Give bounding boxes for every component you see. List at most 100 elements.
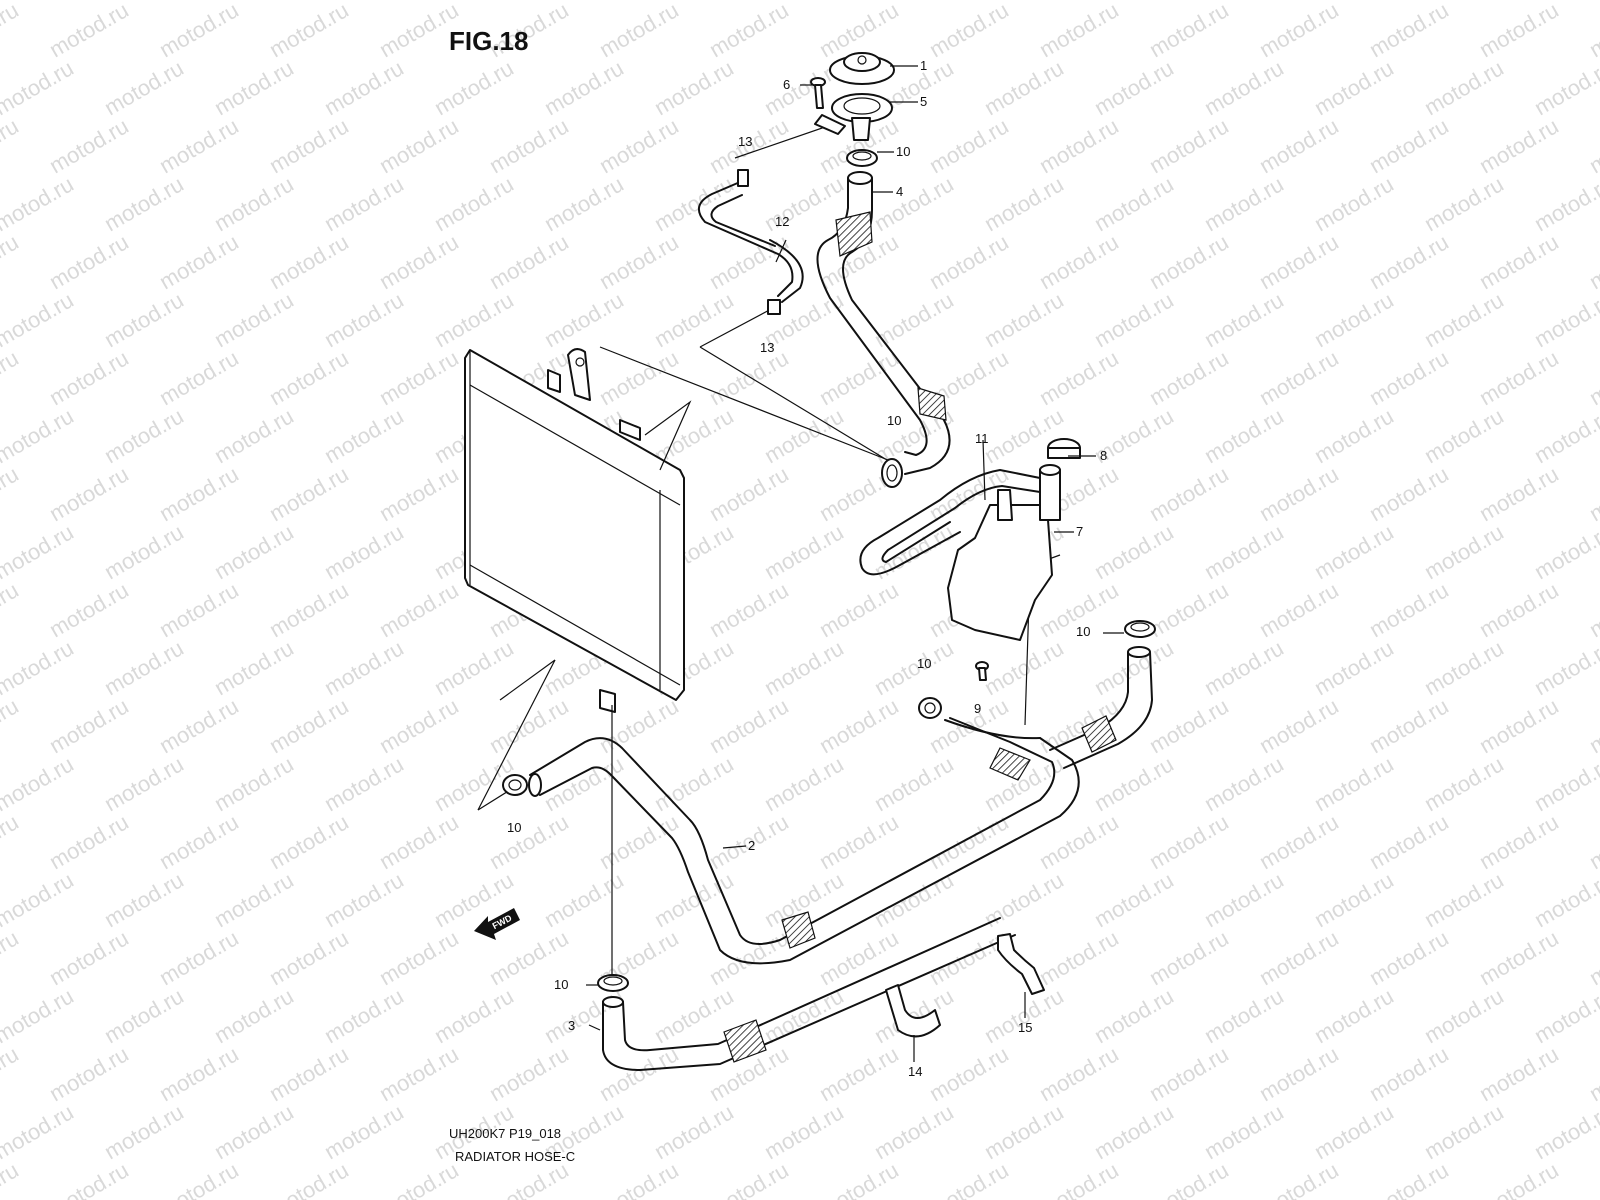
- watermark-text: motod.ru: [375, 1157, 463, 1200]
- watermark-text: motod.ru: [705, 925, 793, 990]
- watermark-text: motod.ru: [1420, 867, 1508, 932]
- watermark-text: motod.ru: [980, 1099, 1068, 1164]
- watermark-text: motod.ru: [155, 809, 243, 874]
- watermark-text: motod.ru: [980, 867, 1068, 932]
- watermark-text: motod.ru: [650, 1099, 738, 1164]
- hose-clamp: [846, 149, 878, 167]
- watermark-text: motod.ru: [980, 55, 1068, 120]
- callout-number: 10: [554, 977, 568, 992]
- watermark-text: motod.ru: [0, 577, 23, 642]
- watermark-text: motod.ru: [320, 519, 408, 584]
- watermark-text: motod.ru: [1365, 113, 1453, 178]
- watermark-text: motod.ru: [1035, 925, 1123, 990]
- watermark-text: motod.ru: [870, 519, 958, 584]
- watermark-text: motod.ru: [1475, 345, 1563, 410]
- watermark-text: motod.ru: [100, 403, 188, 468]
- watermark-text: motod.ru: [1585, 113, 1600, 178]
- watermark-text: motod.ru: [1585, 229, 1600, 294]
- callout-number: 10: [896, 144, 910, 159]
- watermark-text: motod.ru: [815, 577, 903, 642]
- watermark-text: motod.ru: [815, 693, 903, 758]
- watermark-text: motod.ru: [595, 1157, 683, 1200]
- watermark-text: motod.ru: [1200, 519, 1288, 584]
- reservoir-tank: [947, 464, 1061, 641]
- watermark-text: motod.ru: [650, 751, 738, 816]
- watermark-text: motod.ru: [45, 1041, 133, 1106]
- hose-branch: [1049, 646, 1153, 769]
- callout-number: 13: [738, 134, 752, 149]
- watermark-text: motod.ru: [1200, 635, 1288, 700]
- watermark-text: motod.ru: [1420, 519, 1508, 584]
- watermark-text: motod.ru: [595, 345, 683, 410]
- watermark-text: motod.ru: [1090, 55, 1178, 120]
- watermark-text: motod.ru: [595, 0, 683, 62]
- hose-4: [816, 171, 951, 475]
- callout-number: 15: [1018, 1020, 1032, 1035]
- watermark-text: motod.ru: [430, 287, 518, 352]
- watermark-text: motod.ru: [45, 577, 133, 642]
- watermark-text: motod.ru: [375, 925, 463, 990]
- watermark-text: motod.ru: [1035, 1157, 1123, 1200]
- watermark-text: motod.ru: [0, 1157, 23, 1200]
- watermark-text: motod.ru: [100, 867, 188, 932]
- watermark-text: motod.ru: [1200, 55, 1288, 120]
- callout-number: 4: [896, 184, 903, 199]
- watermark-text: motod.ru: [1585, 693, 1600, 758]
- watermark-text: motod.ru: [870, 1099, 958, 1164]
- watermark-text: motod.ru: [0, 635, 78, 700]
- callout-number: 14: [908, 1064, 922, 1079]
- callout-number: 3: [568, 1018, 575, 1033]
- watermark-text: motod.ru: [1365, 693, 1453, 758]
- watermark-text: motod.ru: [45, 0, 133, 62]
- watermark-text: motod.ru: [45, 693, 133, 758]
- watermark-text: motod.ru: [375, 809, 463, 874]
- watermark-text: motod.ru: [1365, 1041, 1453, 1106]
- watermark-text: motod.ru: [1145, 1157, 1233, 1200]
- hose-clip: [737, 169, 749, 187]
- watermark-text: motod.ru: [1365, 809, 1453, 874]
- bolt-6: [810, 77, 826, 109]
- watermark-text: motod.ru: [100, 635, 188, 700]
- watermark-text: motod.ru: [1145, 229, 1233, 294]
- watermark-text: motod.ru: [870, 751, 958, 816]
- watermark-text: motod.ru: [1585, 1157, 1600, 1200]
- watermark-text: motod.ru: [1200, 751, 1288, 816]
- watermark-text: motod.ru: [1090, 171, 1178, 236]
- watermark-text: motod.ru: [265, 345, 353, 410]
- watermark-text: motod.ru: [1145, 461, 1233, 526]
- watermark-text: motod.ru: [100, 287, 188, 352]
- watermark-text: motod.ru: [100, 983, 188, 1048]
- watermark-text: motod.ru: [540, 287, 628, 352]
- watermark-text: motod.ru: [430, 171, 518, 236]
- hose-2: [528, 717, 1080, 965]
- watermark-text: motod.ru: [1475, 461, 1563, 526]
- watermark-text: motod.ru: [1090, 287, 1178, 352]
- watermark-text: motod.ru: [1530, 171, 1600, 236]
- watermark-text: motod.ru: [320, 1099, 408, 1164]
- watermark-text: motod.ru: [0, 55, 78, 120]
- hose-clamp: [918, 697, 942, 719]
- watermark-text: motod.ru: [1255, 345, 1343, 410]
- watermark-text: motod.ru: [1475, 693, 1563, 758]
- watermark-text: motod.ru: [100, 519, 188, 584]
- watermark-text: motod.ru: [595, 809, 683, 874]
- watermark-text: motod.ru: [925, 113, 1013, 178]
- watermark-text: motod.ru: [1200, 171, 1288, 236]
- watermark-text: motod.ru: [430, 635, 518, 700]
- watermark-text: motod.ru: [540, 55, 628, 120]
- watermark-text: motod.ru: [1090, 983, 1178, 1048]
- watermark-text: motod.ru: [705, 693, 793, 758]
- watermark-text: motod.ru: [0, 1099, 78, 1164]
- watermark-text: motod.ru: [375, 229, 463, 294]
- watermark-text: motod.ru: [1365, 925, 1453, 990]
- watermark-text: motod.ru: [155, 1157, 243, 1200]
- watermark-text: motod.ru: [1145, 1041, 1233, 1106]
- watermark-text: motod.ru: [45, 809, 133, 874]
- watermark-text: motod.ru: [1255, 1041, 1343, 1106]
- watermark-text: motod.ru: [705, 461, 793, 526]
- watermark-text: motod.ru: [980, 635, 1068, 700]
- watermark-text: motod.ru: [1530, 55, 1600, 120]
- watermark-text: motod.ru: [1365, 577, 1453, 642]
- watermark-text: motod.ru: [705, 345, 793, 410]
